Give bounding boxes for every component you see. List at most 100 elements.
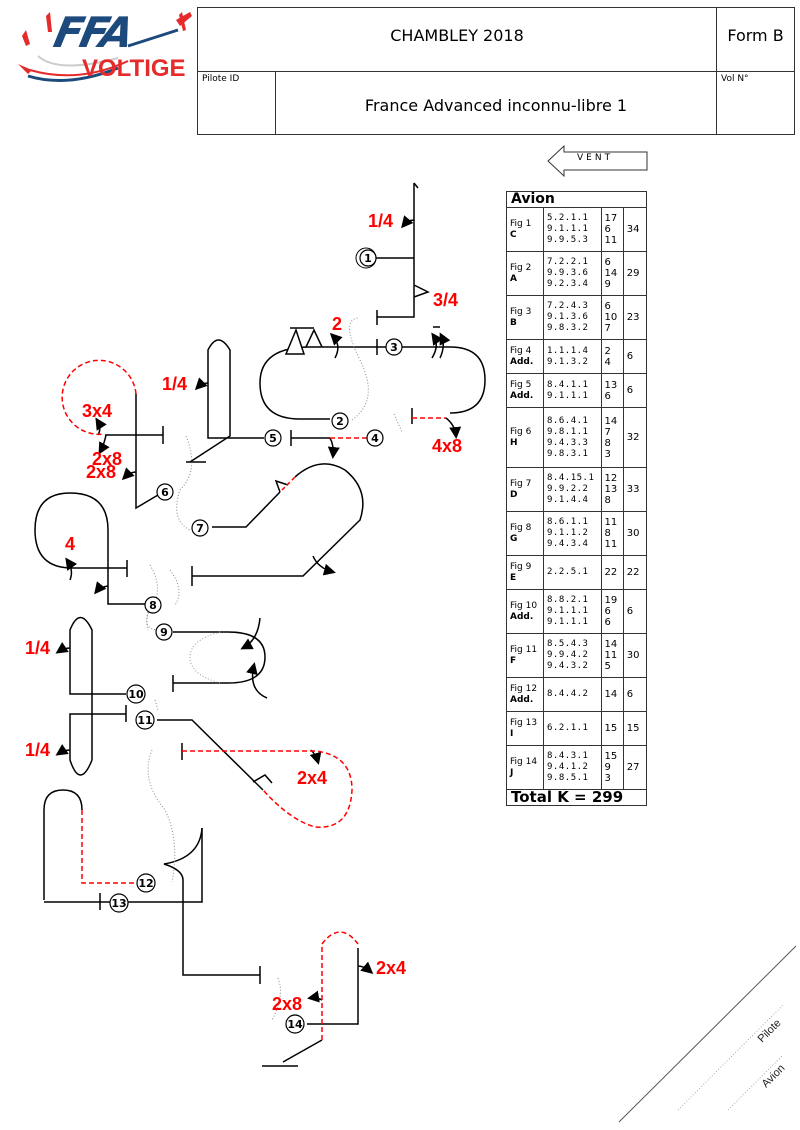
figure-letter: Add.	[510, 390, 534, 401]
figure-total-cell: 6	[622, 373, 648, 408]
figure-total-cell: 30	[622, 633, 648, 678]
form-label: Form B	[727, 26, 784, 45]
figure-number-text: 2	[336, 415, 344, 428]
roll-label-f10-b: 1/4	[25, 740, 50, 760]
figure-11-path	[157, 719, 322, 791]
flight-no-box[interactable]: Vol N°	[716, 71, 795, 135]
figure-number-text: 3	[390, 341, 398, 354]
figure-number-text: 14	[287, 1018, 303, 1031]
roll-label-f1-top: 1/4	[368, 211, 393, 231]
figure-12-path	[43, 789, 261, 984]
roll-label-f2: 2	[332, 314, 342, 334]
catalog-cell: 8.8.2.1 9.1.1.1 9.1.1.1	[543, 589, 602, 634]
figure-number-text: 11	[137, 714, 152, 727]
competition-name: CHAMBLEY 2018	[390, 26, 524, 45]
figure-6-roll-loop	[61, 359, 137, 436]
figure-letter: D	[510, 489, 518, 500]
figure-number-circle	[135, 710, 155, 730]
total-k: Total K = 299	[506, 789, 647, 806]
figure-letter: G	[510, 533, 518, 544]
figure-number-circle	[366, 429, 384, 447]
logo-voltige-text: VOLTIGE	[82, 55, 186, 82]
figure-number-text: 7	[196, 522, 204, 535]
figure-label: Fig 12	[510, 683, 538, 694]
figure-number-11: 11	[135, 710, 155, 730]
figure-label: Fig 1	[510, 218, 532, 229]
figure-8-path	[34, 492, 145, 605]
pilot-signature-line	[677, 1004, 784, 1111]
figure-11-roll-loop	[182, 750, 353, 828]
figure-label: Fig 5	[510, 379, 532, 390]
figure-number-text: 9	[160, 626, 168, 639]
figure-letter: B	[510, 317, 517, 328]
figure-letter: I	[510, 728, 514, 739]
figure-number-text: 6	[161, 486, 169, 499]
signature-diagonal-line	[618, 945, 797, 1123]
figure-2-3-path	[259, 326, 486, 424]
figure-number-circle	[144, 596, 162, 614]
roll-label-f14-b: 2x8	[272, 994, 302, 1014]
figure-number-text: 8	[149, 599, 157, 612]
figure-total-cell: 15	[622, 711, 648, 746]
figure-14-path	[262, 948, 374, 1067]
roll-label-f6-b: 2x8	[92, 449, 122, 469]
figure-7-path	[191, 463, 364, 586]
roll-label-f6-a: 3x4	[82, 401, 112, 421]
figure-number-circle	[191, 519, 209, 537]
roll-label-f11: 2x4	[297, 768, 327, 788]
figure-number-3: 3	[385, 338, 403, 356]
catalog-cell: 6.2.1.1	[543, 711, 602, 746]
figure-4-5-path	[186, 339, 340, 463]
figure-number-6: 6	[156, 483, 174, 501]
figure-label: Fig 2	[510, 262, 532, 273]
figure-number-9: 9	[155, 623, 173, 641]
catalog-cell: 8.4.1.1 9.1.1.1	[543, 373, 602, 408]
figure-number-text: 5	[269, 432, 277, 445]
figure-number-circle	[109, 893, 129, 913]
flight-no-label: Vol N°	[721, 74, 749, 84]
figure-letter: A	[510, 273, 517, 284]
figure-total-cell: 6	[622, 589, 648, 634]
roll-label-f10: 1/4	[25, 638, 50, 658]
logo-planes-graphic	[18, 12, 192, 82]
figure-number-circle	[285, 1014, 305, 1034]
figure-number-text: 10	[128, 688, 144, 701]
roll-label-f3: 4x8	[432, 436, 462, 456]
figure-label: Fig 11	[510, 644, 538, 655]
figure-number-text: 13	[111, 897, 126, 910]
figure-14-roll-segment	[321, 931, 359, 1040]
pilot-id-label: Pilote ID	[202, 74, 240, 84]
catalog-cell: 8.4.15.1 9.9.2.2 9.1.4.4	[543, 467, 602, 512]
figure-label: Fig 4	[510, 345, 532, 356]
figure-letter: H	[510, 437, 518, 448]
figure-number-text: 12	[138, 877, 153, 890]
figure-total-cell: 30	[622, 511, 648, 556]
table-title: Avion	[506, 191, 647, 208]
aircraft-signature-label: Avion	[760, 1062, 788, 1090]
figure-letter: C	[510, 229, 517, 240]
table-header-row: Avion	[506, 191, 647, 208]
roll-label-f14-a: 2x4	[376, 958, 406, 978]
wind-label: VENT	[577, 153, 614, 163]
roll-label-f5: 1/4	[162, 374, 187, 394]
figure-label: Fig 7	[510, 478, 532, 489]
catalog-cell: 8.5.4.3 9.9.4.2 9.4.3.2	[543, 633, 602, 678]
roll-label-f1-bottom: 3/4	[433, 290, 458, 310]
figure-3-roll-arrow	[445, 417, 462, 439]
figure-letter: Add.	[510, 356, 534, 367]
figure-number-8: 8	[144, 596, 162, 614]
